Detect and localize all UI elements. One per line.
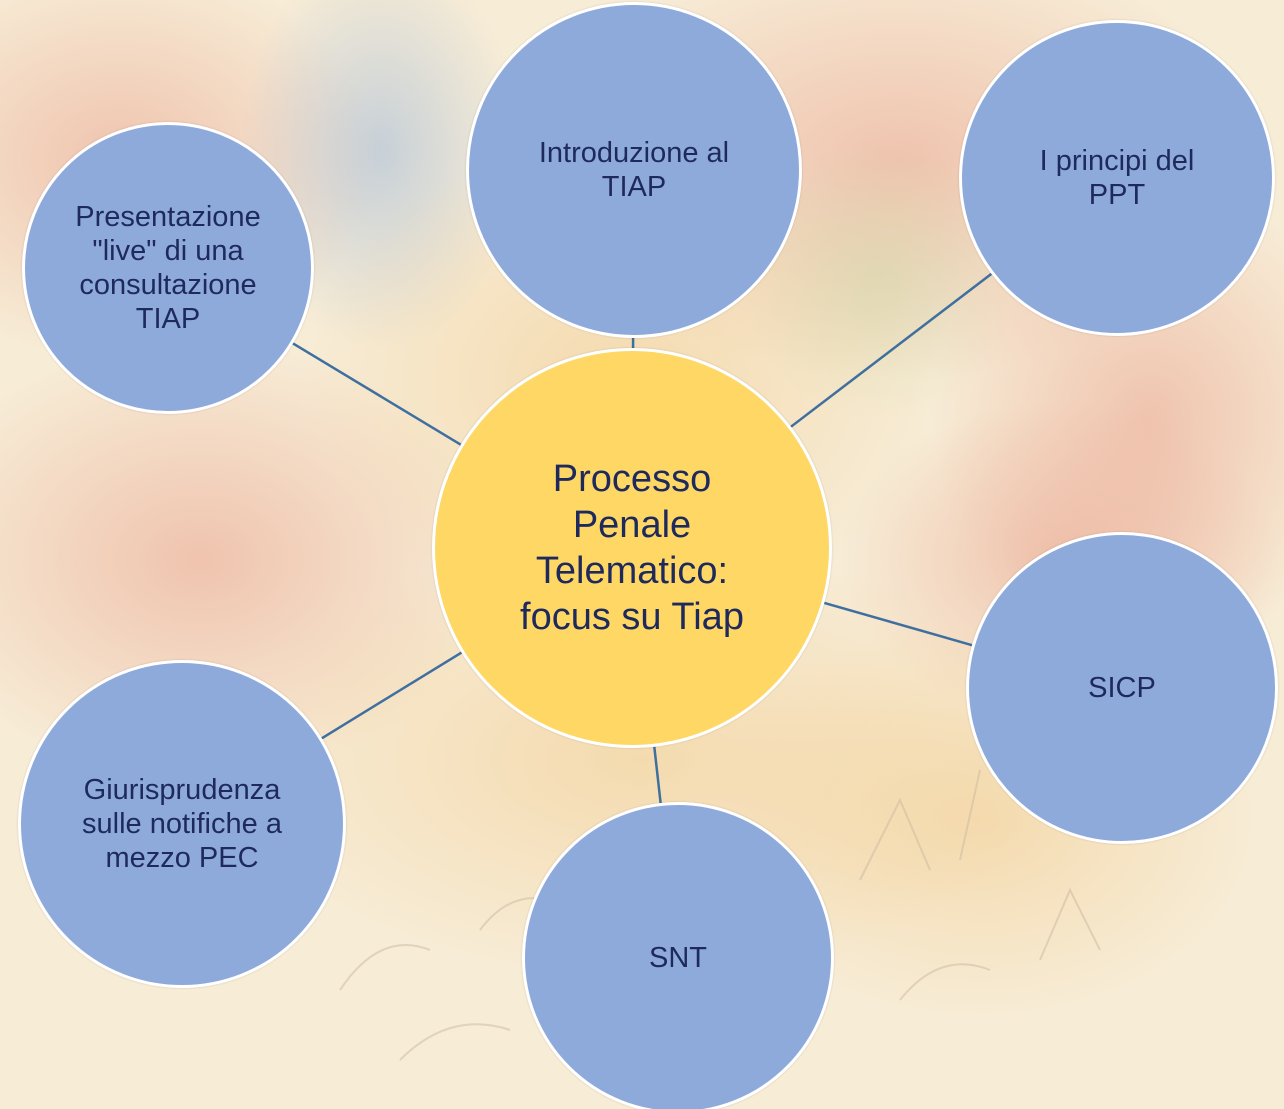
node-sicp: SICP — [966, 532, 1278, 844]
node-label-snt: SNT — [649, 942, 707, 974]
node-snt: SNT — [522, 802, 834, 1109]
node-principi: I principi del PPT — [959, 20, 1275, 336]
node-label-giurisprudenza: Giurisprudenza sulle notifiche a mezzo P… — [82, 774, 282, 874]
connector-sicp — [823, 601, 973, 647]
node-giurisprudenza: Giurisprudenza sulle notifiche a mezzo P… — [18, 660, 346, 988]
node-presentazione: Presentazione "live" di una consultazion… — [22, 122, 314, 414]
center-node: Processo Penale Telematico: focus su Tia… — [432, 348, 832, 748]
connector-snt — [653, 746, 662, 804]
node-label-presentazione: Presentazione "live" di una consultazion… — [75, 201, 261, 335]
connector-presentazione — [292, 342, 462, 446]
connector-principi — [790, 272, 993, 428]
node-label-sicp: SICP — [1088, 672, 1156, 704]
node-introduzione: Introduzione al TIAP — [466, 2, 802, 338]
node-label-principi: I principi del PPT — [1039, 145, 1195, 211]
center-node-label: Processo Penale Telematico: focus su Tia… — [520, 458, 744, 638]
node-label-introduzione: Introduzione al TIAP — [538, 137, 730, 203]
connector-giurisprudenza — [321, 651, 463, 740]
